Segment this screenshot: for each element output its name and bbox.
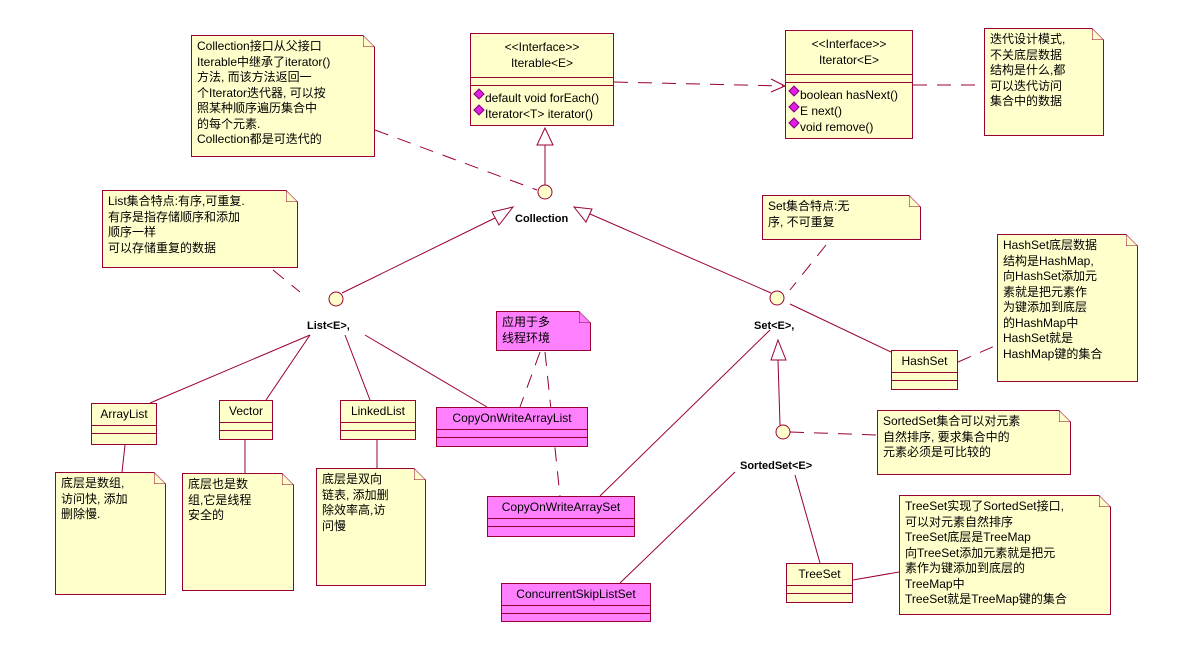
sortedset-label: SortedSet<E> bbox=[740, 460, 813, 472]
dependency-arrowhead bbox=[770, 78, 787, 93]
class-name: ArrayList bbox=[100, 407, 148, 421]
hashset-note-text: HashSet底层数据 结构是HashMap, 向HashSet添加元 素就是把… bbox=[1003, 238, 1103, 361]
set-label: Set<E>, bbox=[754, 320, 795, 332]
arraylist-class[interactable]: ArrayList bbox=[91, 403, 157, 445]
class-name: TreeSet bbox=[798, 567, 841, 581]
vector-note-text: 底层也是数 组,它是线程 安全的 bbox=[188, 477, 252, 522]
iterable-interface[interactable]: <<Interface>> Iterable<E> default void fo… bbox=[470, 33, 614, 126]
operation: boolean hasNext() bbox=[790, 87, 908, 103]
vector-class[interactable]: Vector bbox=[219, 400, 273, 440]
sortedset-note-text: SortedSet集合可以对元素 自然排序, 要求集合中的 元素必须是可比较的 bbox=[883, 414, 1021, 459]
class-name: CopyOnWriteArrayList bbox=[452, 411, 572, 425]
note-fold-corner bbox=[1099, 495, 1111, 507]
class-name: LinkedList bbox=[350, 404, 406, 418]
note-fold-corner bbox=[286, 190, 298, 202]
note-fold-corner bbox=[1126, 234, 1138, 246]
operation: default void forEach() bbox=[475, 90, 609, 106]
interface-name: Iterable<E> bbox=[510, 56, 574, 70]
operation: E next() bbox=[790, 103, 908, 119]
class-name: Vector bbox=[228, 404, 264, 418]
note-fold-corner bbox=[579, 311, 591, 323]
collection-note: Collection接口从父接口 Iterable中继承了iterator() … bbox=[191, 35, 375, 157]
set-note: Set集合特点:无 序, 不可重复 bbox=[762, 195, 921, 240]
vector-note: 底层也是数 组,它是线程 安全的 bbox=[182, 473, 294, 591]
attributes-compartment bbox=[786, 74, 912, 82]
copyonwritearrayset-class[interactable]: CopyOnWriteArraySet bbox=[487, 496, 635, 537]
note-fold-corner bbox=[282, 473, 294, 485]
set-note-text: Set集合特点:无 序, 不可重复 bbox=[768, 199, 850, 229]
treeset-class[interactable]: TreeSet bbox=[786, 563, 853, 603]
arraylist-note: 底层是数组, 访问快, 添加 删除慢. bbox=[55, 472, 166, 595]
hashset-note: HashSet底层数据 结构是HashMap, 向HashSet添加元 素就是把… bbox=[997, 234, 1138, 382]
list-note: List集合特点:有序,可重复. 有序是指存储顺序和添加 顺序一样 可以存储重复… bbox=[102, 190, 298, 268]
class-name: CopyOnWriteArraySet bbox=[501, 500, 621, 514]
concurrentskiplistset-class[interactable]: ConcurrentSkipListSet bbox=[501, 583, 651, 622]
linkedlist-note: 底层是双向 链表, 添加删 除效率高,访 问慢 bbox=[316, 468, 426, 586]
note-fold-corner bbox=[363, 35, 375, 47]
copyonwritearraylist-class[interactable]: CopyOnWriteArrayList bbox=[436, 407, 588, 447]
treeset-note-text: TreeSet实现了SortedSet接口, 可以对元素自然排序 TreeSet… bbox=[905, 499, 1067, 606]
linkedlist-class[interactable]: LinkedList bbox=[340, 400, 416, 440]
list-label: List<E>, bbox=[307, 320, 350, 332]
class-name: ConcurrentSkipListSet bbox=[516, 587, 636, 601]
iterator-note: 迭代设计模式, 不关底层数据 结构是什么,都 可以迭代访问 集合中的数据 bbox=[984, 28, 1104, 136]
attributes-compartment bbox=[471, 77, 613, 85]
note-fold-corner bbox=[1092, 28, 1104, 40]
hashset-class[interactable]: HashSet bbox=[891, 350, 958, 390]
class-name: HashSet bbox=[901, 354, 948, 368]
operation: Iterator<T> iterator() bbox=[475, 106, 609, 122]
concurrent-note-text: 应用于多 线程环境 bbox=[502, 315, 551, 345]
operation: void remove() bbox=[790, 119, 908, 135]
interface-name: Iterator<E> bbox=[818, 53, 880, 67]
sortedset-note: SortedSet集合可以对元素 自然排序, 要求集合中的 元素必须是可比较的 bbox=[877, 410, 1071, 475]
concurrent-note: 应用于多 线程环境 bbox=[496, 311, 591, 351]
note-fold-corner bbox=[1059, 410, 1071, 422]
stereotype: <<Interface>> bbox=[811, 37, 887, 51]
arraylist-note-text: 底层是数组, 访问快, 添加 删除慢. bbox=[61, 476, 128, 521]
list-note-text: List集合特点:有序,可重复. 有序是指存储顺序和添加 顺序一样 可以存储重复… bbox=[108, 194, 245, 255]
collection-label: Collection bbox=[515, 213, 569, 225]
collection-note-text: Collection接口从父接口 Iterable中继承了iterator() … bbox=[197, 39, 331, 146]
stereotype: <<Interface>> bbox=[504, 40, 580, 54]
treeset-note: TreeSet实现了SortedSet接口, 可以对元素自然排序 TreeSet… bbox=[899, 495, 1111, 615]
iterator-interface[interactable]: <<Interface>> Iterator<E> boolean hasNext… bbox=[785, 30, 913, 139]
linkedlist-note-text: 底层是双向 链表, 添加删 除效率高,访 问慢 bbox=[322, 472, 389, 533]
iterator-note-text: 迭代设计模式, 不关底层数据 结构是什么,都 可以迭代访问 集合中的数据 bbox=[990, 32, 1066, 108]
note-fold-corner bbox=[909, 195, 921, 207]
note-fold-corner bbox=[154, 472, 166, 484]
note-fold-corner bbox=[414, 468, 426, 480]
